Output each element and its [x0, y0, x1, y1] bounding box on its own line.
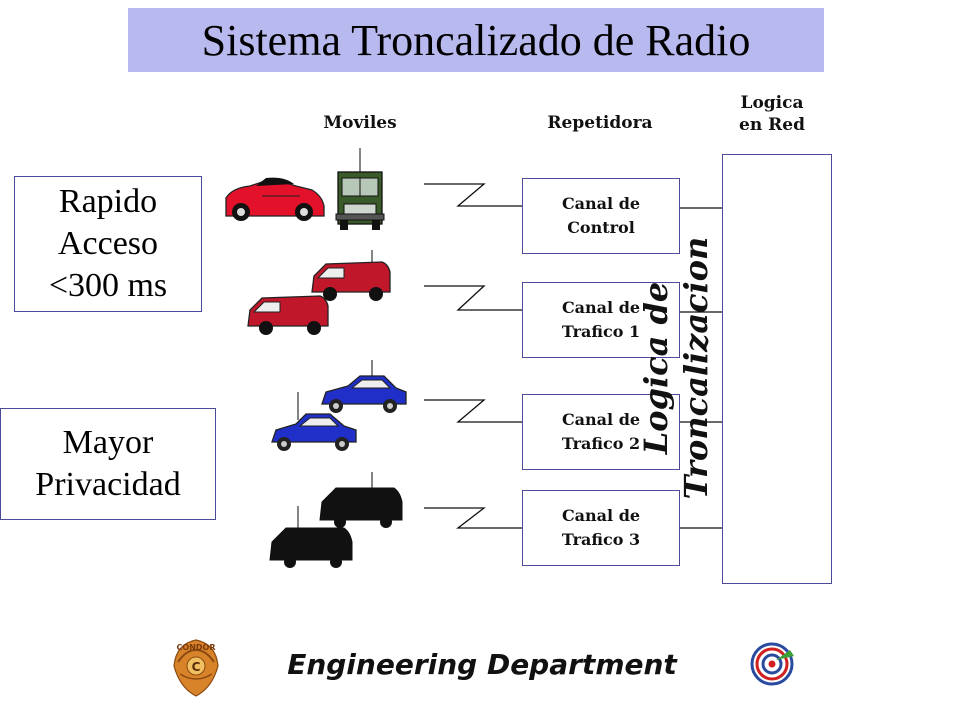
channel-trafico-1-line2: Trafico 1 — [561, 322, 641, 341]
radio-link-trafico-1 — [424, 285, 522, 311]
radio-link-control — [424, 183, 522, 207]
title-bar: Sistema Troncalizado de Radio — [128, 8, 824, 72]
feature-privacy-line1: Mayor — [62, 424, 154, 461]
header-logica: Logica en Red — [712, 92, 832, 136]
channel-trafico-1-line1: Canal de — [561, 298, 641, 317]
van-icon-2 — [247, 295, 329, 335]
header-logica-line1: Logica — [740, 93, 804, 113]
header-repetidora-label: Repetidora — [547, 113, 653, 133]
radio-link-trafico-3 — [424, 507, 522, 529]
truck-icon — [335, 171, 385, 230]
channel-box-trafico-1: Canal de Trafico 1 — [522, 282, 680, 358]
channel-control-line1: Canal de — [561, 194, 641, 213]
condor-logo-letter: C — [192, 660, 201, 674]
header-moviles-label: Moviles — [323, 113, 397, 133]
feature-rapid-line1: Rapido — [58, 183, 158, 220]
header-moviles: Moviles — [300, 112, 420, 134]
target-logo — [750, 642, 794, 686]
logic-links — [680, 207, 722, 529]
trunking-logic-box — [722, 154, 832, 584]
feature-box-privacy: Mayor Privacidad — [0, 408, 216, 520]
radio-link-trafico-2 — [424, 399, 522, 423]
footer-department: Engineering Department — [287, 647, 677, 681]
channel-trafico-3-line2: Trafico 3 — [561, 530, 641, 549]
antennas — [297, 148, 373, 530]
trunking-logic-label: Logica de Troncalizacion — [626, 158, 726, 578]
condor-logo: C CONDOR — [173, 639, 219, 697]
channel-box-control: Canal de Control — [522, 178, 680, 254]
channel-trafico-3-line1: Canal de — [561, 506, 641, 525]
radio-links — [424, 183, 522, 529]
feature-privacy-line2: Privacidad — [35, 466, 181, 503]
trunking-logic-line1: Logica de — [637, 281, 675, 455]
channel-control-line2: Control — [567, 218, 635, 237]
sedan-icon-1 — [321, 375, 407, 413]
feature-rapid-line3: <300 ms — [48, 267, 168, 304]
header-logica-line2: en Red — [739, 115, 805, 135]
page-title: Sistema Troncalizado de Radio — [201, 15, 751, 65]
suv-icon-2 — [269, 527, 353, 568]
van-icon-1 — [311, 261, 391, 301]
feature-rapid-line2: Acceso — [57, 225, 159, 262]
channel-trafico-2-line1: Canal de — [561, 410, 641, 429]
feature-box-rapid-access: Rapido Acceso <300 ms — [14, 176, 202, 312]
trunking-logic-line2: Troncalizacion — [677, 236, 715, 500]
sports-car-icon — [225, 177, 325, 221]
sedan-icon-2 — [271, 413, 357, 451]
channel-box-trafico-2: Canal de Trafico 2 — [522, 394, 680, 470]
header-repetidora: Repetidora — [520, 112, 680, 134]
channel-box-trafico-3: Canal de Trafico 3 — [522, 490, 680, 566]
condor-logo-text: CONDOR — [177, 643, 216, 652]
suv-icon-1 — [319, 487, 403, 528]
channel-trafico-2-line2: Trafico 2 — [561, 434, 641, 453]
